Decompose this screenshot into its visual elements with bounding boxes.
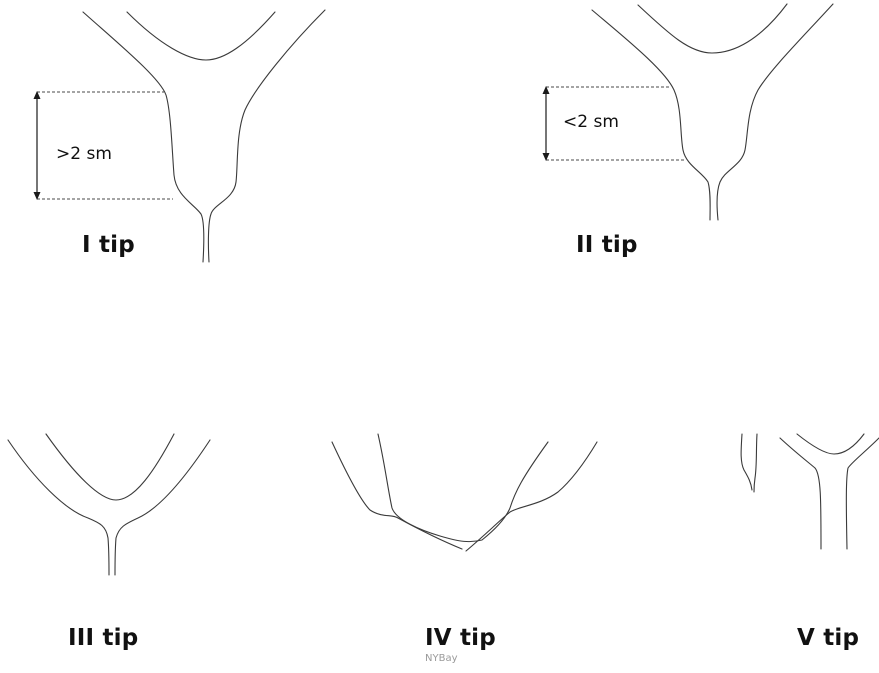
type-ii-tip-label: II tip	[576, 232, 638, 258]
type-i-measure-label: >2 sm	[56, 144, 112, 164]
type-iii-right-wall	[115, 440, 210, 575]
type-iv-right-wall	[466, 442, 597, 551]
type-i-inner-v	[127, 12, 275, 60]
type-v-inner-v	[797, 434, 864, 454]
type-iii-tip-outline	[8, 434, 210, 575]
type-iii-inner-v	[46, 434, 174, 500]
type-i-right-wall	[208, 10, 325, 262]
type-iv-tip-outline	[332, 434, 597, 551]
type-i-left-wall	[83, 12, 204, 262]
type-v-tip-label: V tip	[797, 625, 859, 651]
type-iii-left-wall	[8, 440, 109, 575]
type-iii-tip-label: III tip	[68, 625, 138, 651]
type-v-right-wall	[846, 438, 879, 549]
type-v-tip-outline	[741, 434, 879, 549]
watermark-text: NYBay	[425, 653, 458, 664]
type-iv-tip-label: IV tip	[425, 625, 496, 651]
type-v-detached-left	[741, 434, 752, 490]
type-i-tip-outline	[83, 10, 325, 262]
type-ii-inner-v	[638, 4, 787, 53]
type-ii-right-wall	[717, 4, 833, 220]
type-ii-tip-outline	[592, 4, 833, 220]
type-ii-measure-label: <2 sm	[563, 112, 619, 132]
type-v-detached-right	[754, 434, 757, 492]
type-v-left-wall	[780, 438, 821, 549]
type-i-tip-label: I tip	[82, 232, 135, 258]
type-iv-inner-line	[378, 434, 548, 542]
type-iv-left-wall	[332, 442, 462, 549]
